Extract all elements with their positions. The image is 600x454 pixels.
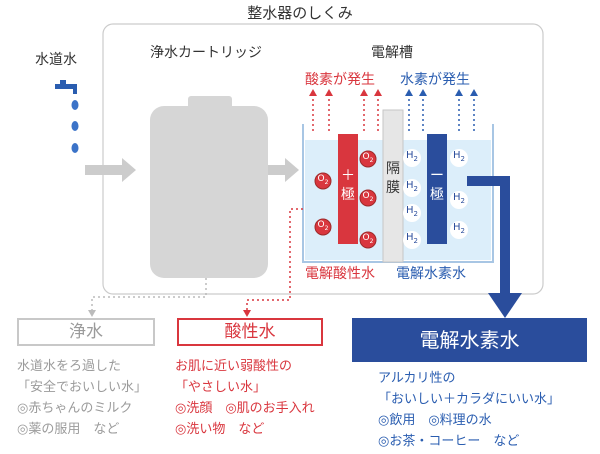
o2-label: O2: [317, 220, 329, 232]
separator-membrane: [382, 109, 404, 263]
oxygen-arrowheads: [309, 89, 382, 96]
arrow-cartridge-to-tank: [267, 158, 299, 182]
pure-water-arrowhead: [88, 310, 96, 317]
pure-water-path: [91, 278, 207, 310]
h2-bubbles: [403, 149, 468, 249]
pure-water-box: 浄水: [17, 318, 155, 346]
electrolyzer-label: 電解槽: [371, 45, 413, 61]
oxygen-generation-label: 酸素が発生: [305, 72, 375, 88]
minus-electrode: [427, 134, 447, 244]
acidic-line-2: 「やさしい水」: [175, 380, 267, 395]
hydrogen-arrowheads: [405, 89, 478, 96]
pure-line-2: 「安全でおいしい水」: [17, 380, 148, 395]
water-drop-icons: [71, 100, 79, 153]
h2-label: H2: [406, 232, 418, 245]
hydrogen-line-4: ◎お茶・コーヒー など: [378, 434, 520, 449]
h2-label: H2: [406, 205, 418, 218]
separator-label-1: 隔: [386, 161, 400, 177]
hydrogen-generation-label: 水素が発生: [400, 72, 470, 88]
plus-electrode-label-2: 極: [341, 187, 355, 203]
hydrogen-water-description: アルカリ性の 「おいしい＋カラダにいい水」 ◎飲用 ◎料理の水 ◎お茶・コーヒー…: [378, 368, 560, 452]
acidic-water-box: 酸性水: [177, 318, 323, 346]
oxygen-arrows: [312, 96, 379, 131]
hydrogen-water-box: 電解水素水: [352, 318, 587, 362]
pure-line-3: ◎赤ちゃんのミルク: [17, 401, 133, 416]
separator-label-2: 膜: [386, 180, 400, 196]
pure-line-1: 水道水をろ過した: [17, 359, 122, 374]
plus-electrode: [338, 134, 358, 244]
hydrogen-line-3: ◎飲用 ◎料理の水: [378, 413, 492, 428]
tap-water-label: 水道水: [35, 52, 77, 68]
acidic-water-tank-label: 電解酸性水: [305, 266, 375, 282]
acidic-water-description: お肌に近い弱酸性の 「やさしい水」 ◎洗顔 ◎肌のお手入れ ◎洗い物 など: [175, 356, 315, 440]
pure-water-description: 水道水をろ過した 「安全でおいしい水」 ◎赤ちゃんのミルク ◎薬の服用 など: [17, 356, 147, 440]
acidic-water-arrowhead: [243, 310, 251, 317]
acidic-line-3: ◎洗顔 ◎肌のお手入れ: [175, 401, 315, 416]
hydrogen-water-path: [467, 176, 510, 295]
hydrogen-line-2: 「おいしい＋カラダにいい水」: [378, 392, 561, 407]
h2-label: H2: [453, 192, 465, 205]
o2-bubbles: [314, 150, 377, 249]
acidic-line-4: ◎洗い物 など: [175, 422, 265, 437]
h2-label: H2: [453, 150, 465, 163]
diagram-title: 整水器のしくみ: [247, 4, 353, 22]
h2-label: H2: [406, 180, 418, 193]
cartridge-body: [150, 106, 268, 278]
plus-electrode-label-1: ＋: [341, 168, 355, 184]
h2-label: H2: [453, 222, 465, 235]
hydrogen-water-tank-label: 電解水素水: [396, 266, 466, 282]
o2-label: O2: [362, 191, 374, 203]
minus-electrode-label-2: 極: [430, 187, 444, 203]
system-frame: [102, 23, 544, 295]
hydrogen-line-1: アルカリ性の: [378, 371, 456, 386]
o2-label: O2: [362, 152, 374, 164]
h2-label: H2: [406, 150, 418, 163]
acidic-water-path: [246, 208, 303, 310]
acidic-line-1: お肌に近い弱酸性の: [175, 359, 293, 374]
minus-electrode-label-1: ー: [430, 168, 444, 184]
pure-line-4: ◎薬の服用 など: [17, 422, 120, 437]
o2-label: O2: [317, 174, 329, 186]
hydrogen-arrows: [408, 96, 475, 131]
arrow-tap-to-cartridge: [85, 158, 136, 182]
faucet-icon: [55, 80, 77, 94]
cartridge-label: 浄水カートリッジ: [150, 45, 262, 61]
hydrogen-water-arrowhead: [488, 293, 522, 318]
o2-label: O2: [362, 233, 374, 245]
